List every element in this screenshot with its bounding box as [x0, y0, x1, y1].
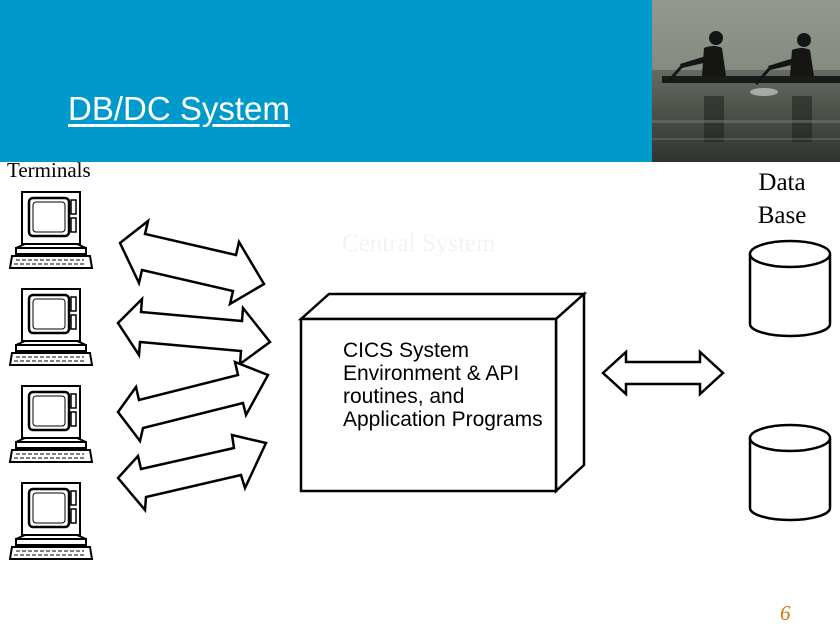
terminal-icon [8, 384, 94, 464]
slide-title: DB/DC System [68, 90, 290, 127]
header-band [0, 0, 652, 162]
database-icon [748, 423, 832, 522]
terminals-label: Terminals [7, 158, 91, 182]
double-arrow-icon [118, 217, 266, 307]
rowers-photo [652, 0, 840, 162]
terminal-icon [8, 287, 94, 367]
database-label: Data Base [757, 169, 807, 229]
central-system-box [297, 291, 588, 494]
double-arrow-icon [116, 295, 272, 367]
database-icon [748, 239, 832, 338]
double-arrow-icon [116, 433, 268, 514]
central-system-label: Central System [342, 230, 496, 257]
terminal-icon [8, 481, 94, 561]
double-arrow-icon [116, 359, 270, 444]
double-arrow-icon [601, 349, 725, 397]
cics-system-label: CICS System Environment & API routines, … [343, 339, 543, 431]
terminal-icon [8, 190, 94, 270]
page-number: 6 [780, 601, 791, 625]
